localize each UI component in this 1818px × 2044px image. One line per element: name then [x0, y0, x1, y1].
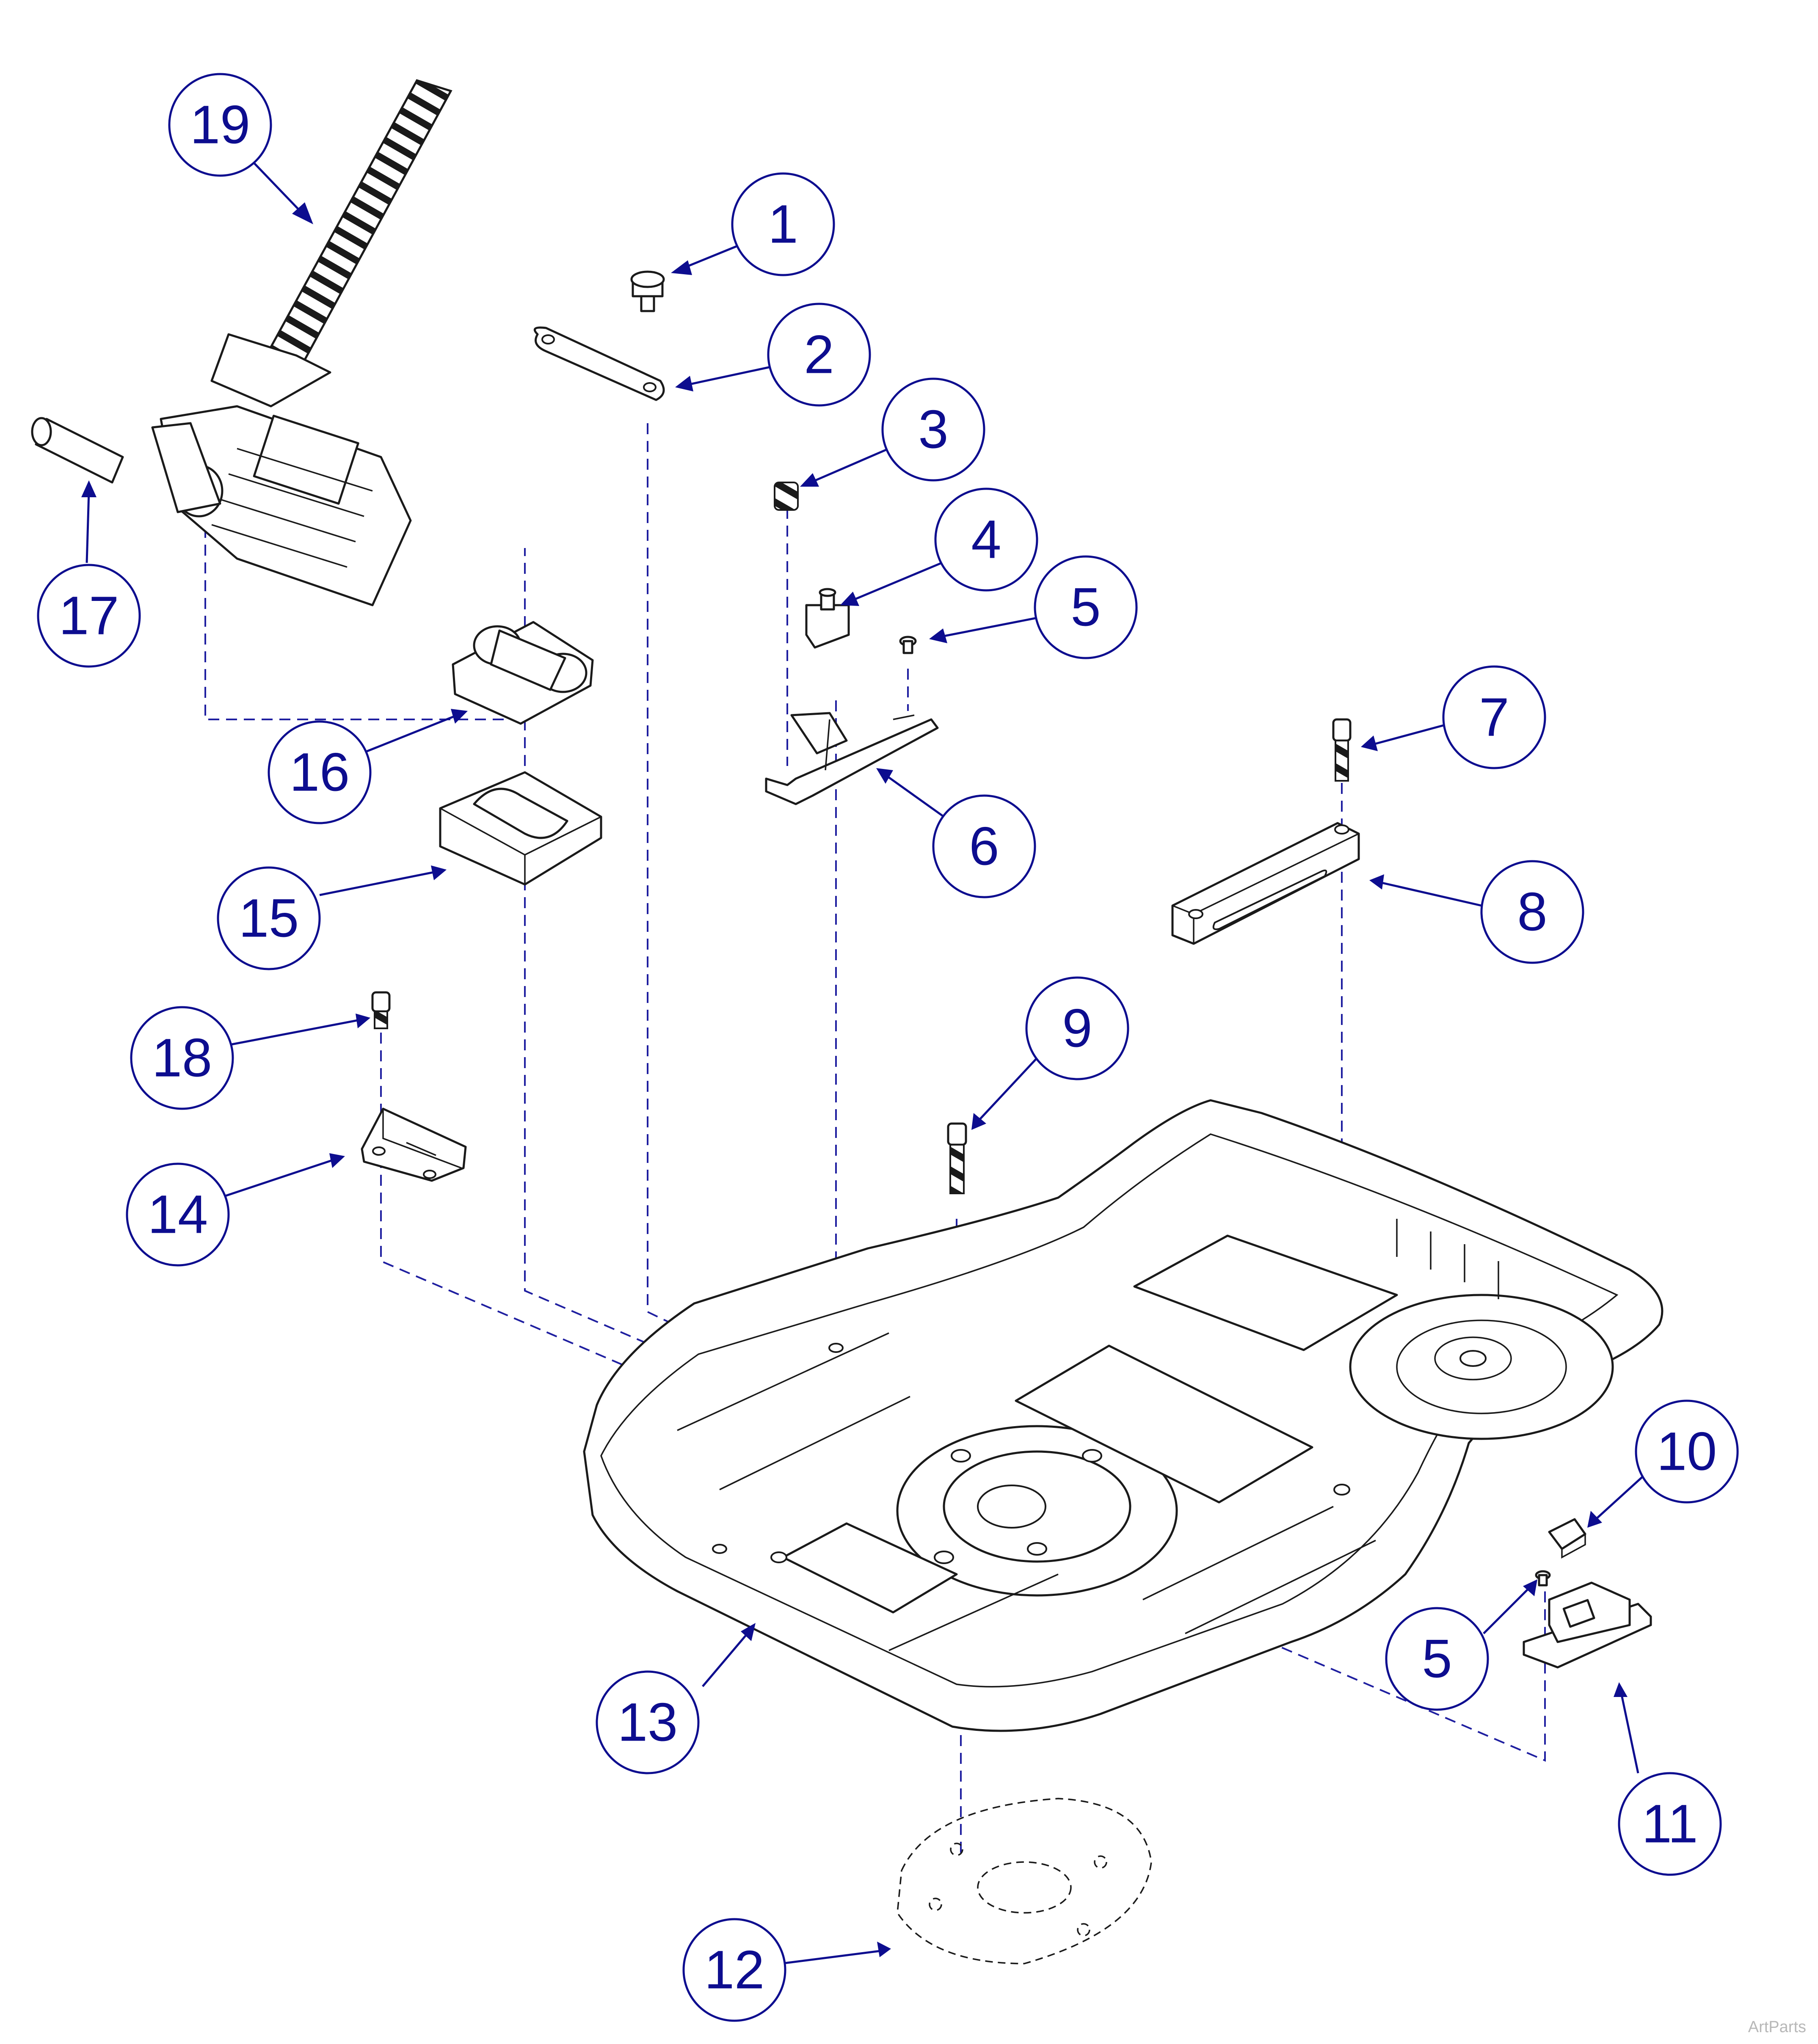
callout-15: 15 [217, 866, 321, 970]
switch-bracket [765, 712, 939, 805]
callout-9: 9 [1025, 976, 1129, 1080]
switch [805, 588, 850, 649]
callout-4-label: 4 [971, 510, 1001, 570]
connector [1548, 1518, 1586, 1559]
callout-16-label: 16 [290, 742, 350, 803]
callout-10: 10 [1635, 1399, 1739, 1504]
pin [31, 417, 124, 484]
callout-12: 12 [682, 1918, 786, 2022]
cap-screw-center [947, 1122, 967, 1194]
callout-6: 6 [932, 794, 1036, 898]
callout-18-label: 18 [152, 1028, 212, 1088]
motor-drive-assembly [151, 79, 452, 606]
callout-7-label: 7 [1479, 687, 1509, 748]
callout-3-label: 3 [918, 399, 948, 460]
callout-7: 7 [1442, 665, 1546, 769]
callout-8: 8 [1480, 860, 1584, 964]
callout-5b-label: 5 [1422, 1629, 1452, 1689]
callout-6-label: 6 [969, 816, 999, 877]
slotted-bar [1171, 822, 1360, 945]
callout-15-label: 15 [239, 888, 299, 949]
callout-8-label: 8 [1517, 882, 1547, 942]
callout-18: 18 [130, 1006, 234, 1110]
small-screw-lower [1535, 1570, 1551, 1587]
link-arm [533, 326, 665, 401]
base-housing [583, 1099, 1664, 1732]
callout-10-label: 10 [1657, 1421, 1717, 1482]
callout-9-label: 9 [1062, 998, 1092, 1059]
callout-16: 16 [268, 720, 372, 824]
set-screw [774, 482, 799, 511]
callout-17-label: 17 [59, 586, 119, 646]
callout-5a-label: 5 [1070, 577, 1101, 638]
callout-5b: 5 [1385, 1607, 1489, 1711]
clip-bracket [361, 1107, 467, 1182]
cap-screw-long [1332, 718, 1352, 782]
callout-12-label: 12 [704, 1940, 764, 2000]
callout-19: 19 [168, 73, 272, 177]
threaded-rod [269, 79, 452, 361]
callout-13: 13 [596, 1670, 700, 1774]
callout-4: 4 [934, 488, 1038, 592]
callout-14-label: 14 [148, 1185, 208, 1245]
callout-17: 17 [37, 564, 141, 668]
cap-screw-left [371, 991, 391, 1029]
callout-11-label: 11 [1642, 1794, 1698, 1854]
upper-pad [452, 621, 594, 725]
callout-14: 14 [126, 1162, 230, 1267]
lower-pad [439, 771, 602, 886]
callout-5a: 5 [1034, 555, 1138, 659]
callout-2-label: 2 [804, 325, 834, 385]
flange-screw [630, 270, 665, 312]
artparts-watermark: ArtParts [1748, 2018, 1806, 2036]
arrowheads [81, 202, 1628, 1957]
mounting-plate [897, 1798, 1152, 1964]
leader-lines [86, 162, 1643, 1965]
small-screw-upper [899, 636, 917, 654]
callout-13-label: 13 [618, 1692, 678, 1753]
callout-19-label: 19 [190, 95, 250, 155]
callout-1: 1 [731, 172, 835, 276]
callout-2: 2 [767, 303, 871, 407]
callout-3: 3 [881, 377, 985, 482]
sensor-bracket [1523, 1581, 1652, 1669]
callout-1-label: 1 [768, 194, 798, 255]
callout-11: 11 [1618, 1772, 1722, 1876]
